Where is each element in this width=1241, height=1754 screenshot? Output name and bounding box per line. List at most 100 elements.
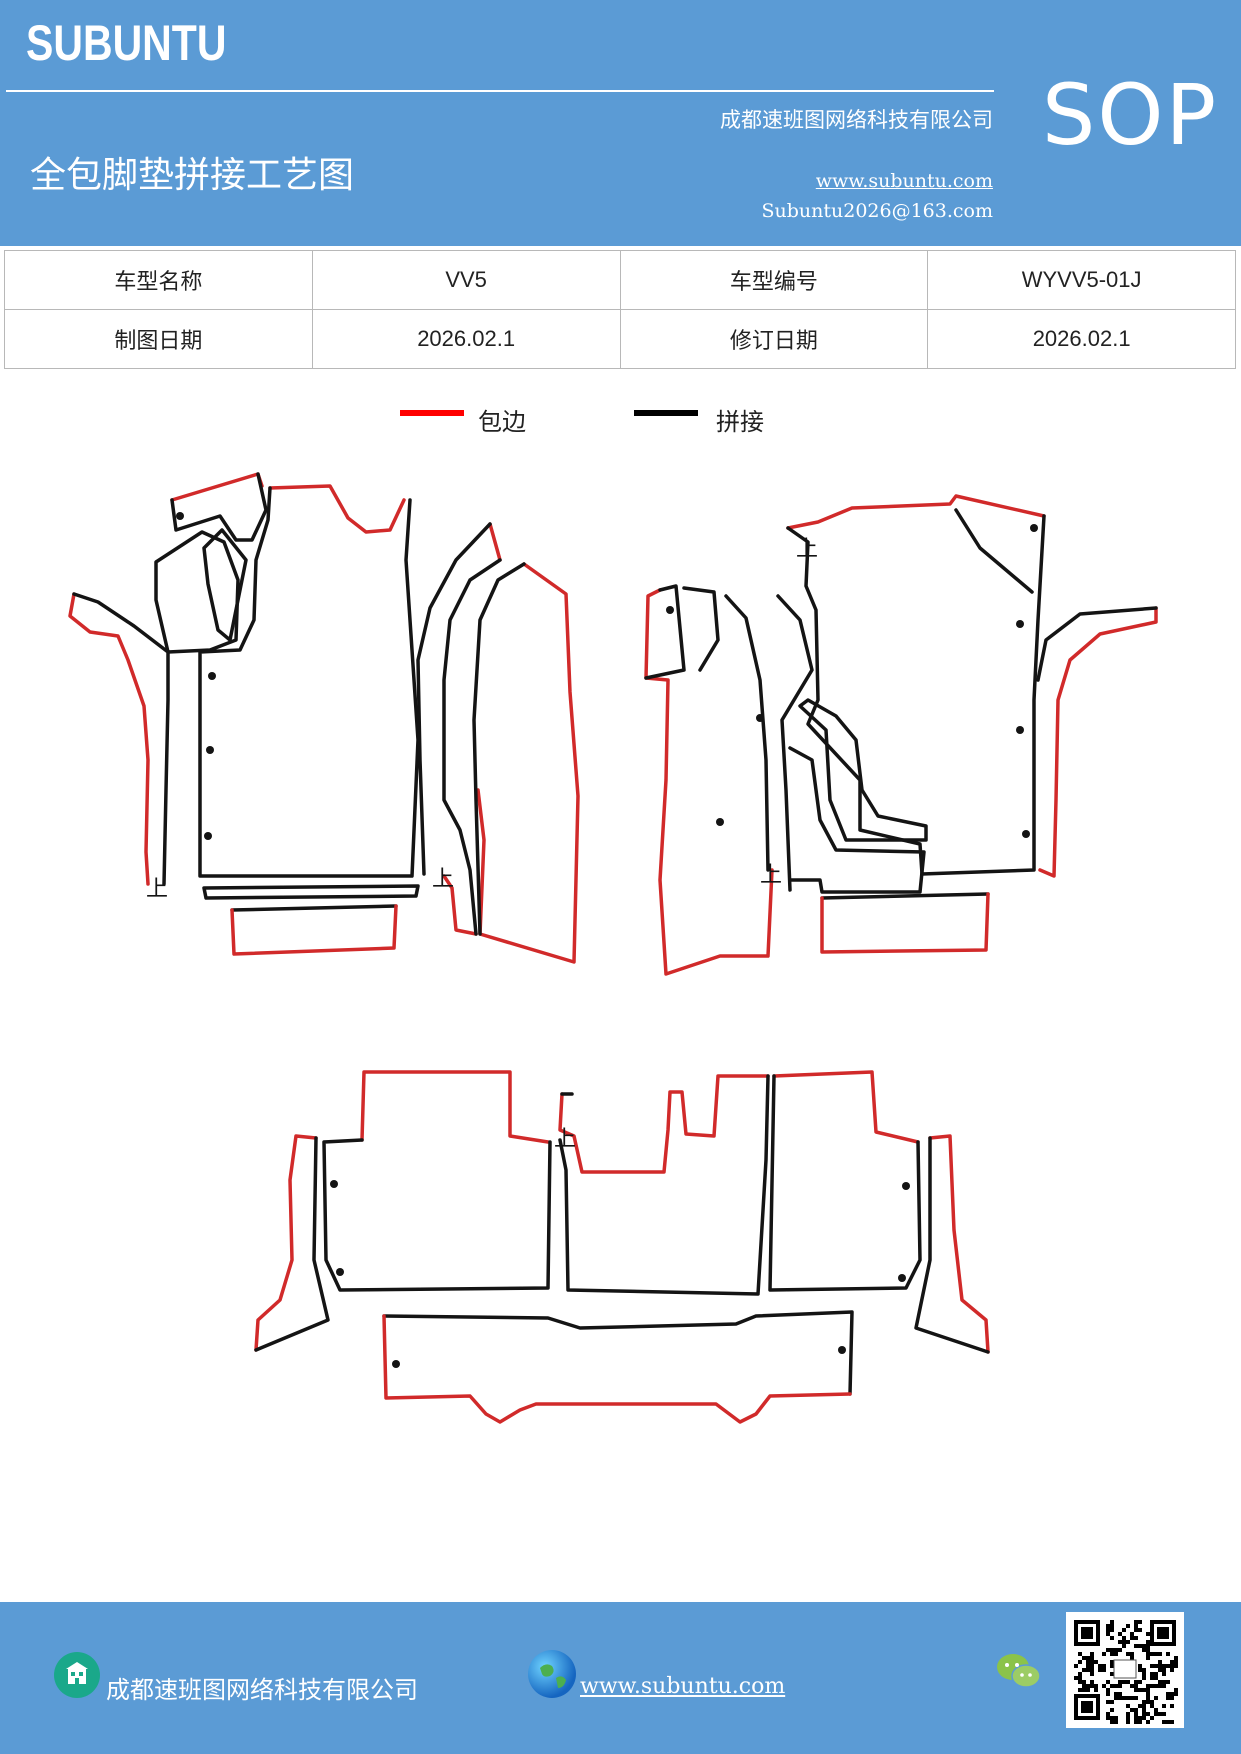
qr-module [1074,1664,1078,1668]
dot-mark [208,672,216,680]
qr-module [1154,1708,1158,1712]
qr-module [1142,1712,1146,1716]
dot-mark [204,832,212,840]
qr-module [1170,1668,1174,1672]
footer-website-link[interactable]: www.subuntu.com [580,1674,786,1699]
qr-module [1118,1632,1122,1636]
mat-seam [416,522,492,876]
mat-edge [230,904,398,956]
qr-module [1142,1704,1146,1708]
dot-mark [666,606,674,614]
header-website-link[interactable]: www.subuntu.com [815,170,993,192]
mat-edge [644,588,774,976]
right-front-mats [644,494,1158,976]
qr-module [1146,1684,1150,1688]
qr-module [1158,1664,1162,1668]
mat-seam [442,558,502,936]
mat-seam [72,592,170,886]
mat-seam [954,508,1034,594]
qr-module [1130,1652,1134,1656]
qr-module [1086,1668,1090,1672]
qr-module [1082,1684,1086,1688]
qr-module [1118,1696,1122,1700]
qr-module [1166,1664,1170,1668]
mat-edge [1038,606,1158,878]
qr-module [1122,1640,1126,1644]
qr-module [1122,1628,1126,1632]
qr-module [1106,1628,1110,1632]
legend-label-edge: 包边 [478,408,526,436]
qr-module [1146,1712,1150,1716]
qr-module [1110,1708,1114,1712]
qr-module [1106,1680,1110,1684]
dot-mark [1016,726,1024,734]
dot-mark [898,1274,906,1282]
dot-mark [1022,830,1030,838]
qr-module [1154,1684,1158,1688]
header-banner [0,0,1241,246]
qr-module [1114,1684,1118,1688]
qr-module [1154,1676,1158,1680]
mat-seam [1036,606,1158,682]
qr-module [1090,1680,1094,1684]
mat-seam [682,586,720,672]
mat-edge [254,1134,318,1352]
qr-module [1138,1628,1142,1632]
qr-module [1118,1680,1122,1684]
mat-seam [644,584,686,680]
qr-module [1102,1668,1106,1672]
mat-seam [724,594,770,872]
qr-module [1126,1720,1130,1724]
qr-module [1134,1620,1138,1624]
qr-module [1086,1656,1090,1660]
value-model-name: VV5 [311,250,621,310]
qr-module [1126,1652,1130,1656]
qr-module [1082,1656,1086,1660]
qr-module [1106,1688,1110,1692]
dot-mark [1030,524,1038,532]
qr-module [1134,1636,1138,1640]
dot-mark [838,1346,846,1354]
qr-module [1114,1696,1118,1700]
qr-module [1162,1704,1166,1708]
qr-module [1110,1716,1114,1720]
mat-seam [776,594,814,892]
qr-module [1110,1636,1114,1640]
building-icon [54,1652,100,1698]
mat-edge [442,522,502,936]
qr-module [1142,1644,1146,1648]
qr-module [1078,1676,1082,1680]
legend-label-seam: 拼接 [716,408,764,436]
qr-module [1158,1712,1162,1716]
qr-module [1154,1664,1158,1668]
qr-module [1094,1688,1098,1692]
qr-module [1142,1716,1146,1720]
qr-module [1122,1636,1126,1640]
qr-module [1142,1708,1146,1712]
qr-module [1102,1684,1106,1688]
qr-module [1146,1648,1150,1652]
qr-module [1134,1624,1138,1628]
qr-module [1146,1692,1150,1696]
qr-module [1106,1692,1110,1696]
qr-module [1162,1668,1166,1672]
label-revise-date: 修订日期 [619,309,929,369]
qr-module [1166,1720,1170,1724]
qr-module [1150,1676,1154,1680]
qr-module [1162,1684,1166,1688]
mat-seam [798,698,928,842]
qr-module [1082,1680,1086,1684]
qr-module [1130,1632,1134,1636]
mat-edge [268,484,406,534]
qr-module [1138,1704,1142,1708]
value-model-code: WYVV5-01J [927,250,1236,310]
qr-module [1142,1672,1146,1676]
qr-module [1110,1624,1114,1628]
wechat-icon [996,1652,1042,1692]
mat-seam [230,904,398,912]
qr-module [1154,1652,1158,1656]
qr-module [1138,1620,1142,1624]
qr-code-icon[interactable] [1066,1612,1184,1728]
qr-module [1134,1644,1138,1648]
qr-module [1166,1652,1170,1656]
